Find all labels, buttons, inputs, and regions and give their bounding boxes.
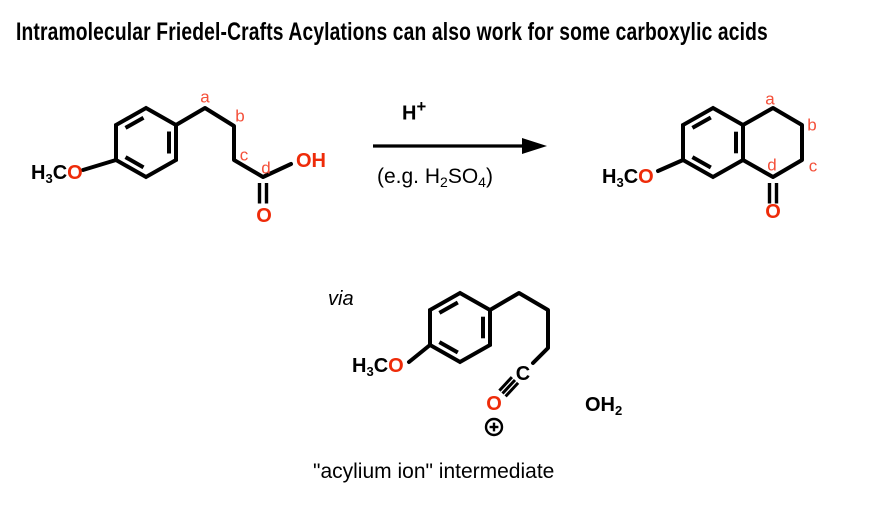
- methoxy-bond: [407, 343, 432, 364]
- product-structure: [656, 105, 804, 204]
- acylium-carbon-label: C: [515, 363, 531, 385]
- chain-bonds: [488, 291, 550, 365]
- intermediate-structure: [407, 290, 550, 398]
- reactant-chain-label-d: d: [261, 158, 271, 178]
- oxygen-atom-label: O: [67, 162, 83, 184]
- intermediate-caption: "acylium ion" intermediate: [313, 460, 555, 483]
- aromatic-inner-bond: [691, 155, 712, 170]
- intermediate-methoxy-label: H3CO: [352, 355, 404, 379]
- plus-charge-superscript: +: [416, 97, 427, 116]
- arrow-head: [522, 138, 547, 154]
- reactant-structure: [81, 105, 293, 204]
- product-carbonyl-oxygen-label: O: [765, 201, 781, 223]
- reaction-arrow: [373, 138, 547, 154]
- oxygen-atom-label: O: [388, 355, 404, 377]
- reactant-hydroxyl-label: OH: [296, 150, 326, 172]
- aromatic-inner-bond: [691, 115, 712, 130]
- reactant-methoxy-label: H3CO: [31, 162, 83, 186]
- acylium-triple-bond: [501, 378, 517, 395]
- aromatic-inner-bond: [124, 115, 145, 130]
- leaving-water-label: OH2: [585, 394, 623, 418]
- product-chain-label-b: b: [807, 115, 817, 135]
- product-methoxy-label: H3CO: [602, 166, 654, 190]
- reactant-carbonyl-oxygen-label: O: [256, 205, 272, 227]
- via-label: via: [328, 288, 354, 310]
- methoxy-bond: [656, 158, 685, 173]
- oxygen-atom-label: O: [638, 166, 654, 188]
- reactant-chain-label-b: b: [235, 106, 245, 126]
- aromatic-inner-bond: [124, 155, 145, 170]
- acylium-triple-bond: [504, 381, 520, 398]
- product-chain-label-d: d: [767, 155, 777, 175]
- circled-plus-icon: [484, 417, 504, 437]
- methoxy-bond: [81, 158, 118, 172]
- fused-ring-bonds: [741, 106, 804, 179]
- reagent-above-arrow: H+: [402, 97, 427, 125]
- reactant-chain-label-a: a: [200, 87, 210, 107]
- reagent-below-arrow: (e.g. H2SO4): [377, 165, 493, 190]
- acylium-triple-bond: [498, 376, 514, 392]
- butanoic-chain-bonds: [174, 106, 293, 179]
- page-title: Intramolecular Friedel-Crafts Acylations…: [16, 18, 768, 46]
- reactant-chain-label-c: c: [239, 145, 249, 165]
- acylium-oxygen-label: O: [486, 393, 502, 415]
- product-chain-label-c: c: [808, 156, 818, 176]
- product-chain-label-a: a: [765, 89, 775, 109]
- aromatic-inner-bond: [438, 340, 459, 355]
- aromatic-inner-bond: [438, 300, 459, 315]
